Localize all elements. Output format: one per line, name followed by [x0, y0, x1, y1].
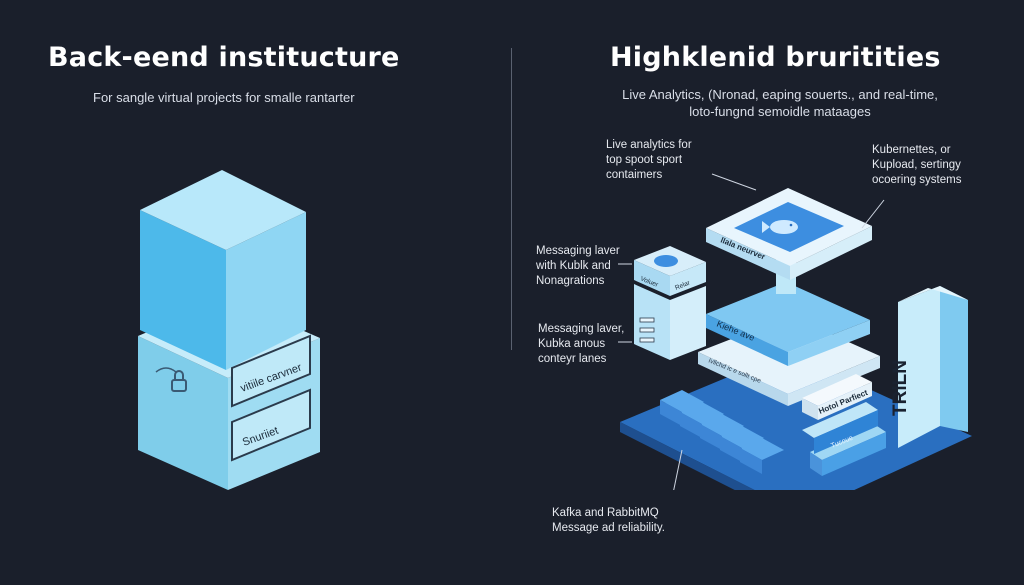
callout-top: Live analytics for top spoot sport conta…	[606, 138, 692, 183]
left-subtitle: For sangle virtual projects for smalle r…	[93, 90, 355, 105]
callout-left-2: Messaging laver, Kubka anous conteyr lan…	[538, 322, 624, 367]
node-ports	[639, 317, 655, 343]
callout-right-line: ocoering systems	[872, 174, 962, 186]
hotel-block-side	[802, 398, 818, 420]
right-architecture-diagram: Tucoue Ivllchd ic e sollt cpe Hotol Parf…	[618, 173, 972, 490]
callout-right-line: Kupload, sertingy	[872, 159, 961, 171]
tower-side	[940, 286, 968, 432]
left-server-cube: vitiile carvner Snuriiet	[138, 170, 320, 490]
cable-icon	[155, 367, 177, 373]
cube-left-face	[140, 210, 226, 370]
node-left-face	[634, 260, 670, 296]
cube-top-face	[140, 170, 306, 250]
tower-front	[898, 286, 940, 448]
mid-layer-edge-left	[706, 314, 788, 366]
rack-box-side	[810, 452, 822, 476]
lock-icon	[171, 370, 187, 392]
left-title: Back-eend institucture	[48, 42, 400, 73]
right-subtitle: Live Analytics, (Nronad, eaping souerts.…	[600, 86, 960, 120]
hotel-block-front	[818, 382, 872, 420]
callout-bottom-line: Kafka and RabbitMQ	[552, 507, 659, 519]
panel-top	[231, 334, 311, 408]
mid-layer-top	[706, 282, 870, 352]
rack-box-front	[822, 432, 886, 476]
hotel-block-top	[802, 374, 872, 406]
right-subtitle-line2: loto-fungnd semoidle mataages	[689, 104, 871, 119]
callout-right: Kubernettes, or Kupload, sertingy ocoeri…	[872, 143, 961, 188]
top-plate-edge-right	[790, 226, 872, 280]
blade-rack	[660, 390, 784, 474]
top-plate-edge-left	[706, 228, 790, 280]
callout-bottom-line: Message ad reliability.	[552, 522, 665, 534]
callout-leader-lines	[618, 173, 885, 490]
rack-box-2-front	[814, 410, 878, 454]
callout-left2-line: Kubka anous	[538, 338, 606, 350]
node-right-face	[670, 262, 706, 296]
callout-top-line: contaimers	[606, 169, 663, 181]
callout-top-line: top spoot sport	[606, 154, 683, 166]
rack-box-2-top	[802, 402, 878, 438]
callout-left1-line: with Kublk and	[536, 260, 611, 272]
lower-slab-edge-right	[788, 356, 880, 406]
right-title: Highklenid bruritities	[610, 42, 941, 73]
callout-left2-line: Messaging laver,	[538, 323, 625, 335]
center-divider	[511, 48, 512, 350]
callout-left1-line: Messaging laver	[536, 245, 620, 257]
callout-top-line: Live analytics for	[606, 139, 692, 151]
fish-icon	[762, 220, 798, 234]
callout-left-1: Messaging laver with Kublk and Nonagrati…	[536, 244, 620, 289]
rack-box-top	[810, 424, 886, 460]
callout-bottom: Kafka and RabbitMQ Message ad reliabilit…	[552, 506, 665, 536]
enclosure-left-face	[138, 336, 228, 490]
base-platform-edge	[620, 422, 755, 490]
right-subtitle-line1: Live Analytics, (Nronad, eaping souerts.…	[622, 87, 938, 102]
node-body-right	[670, 286, 706, 360]
tower-text: TRlLN	[890, 360, 911, 416]
callout-left2-line: conteyr lanes	[538, 353, 607, 365]
mid-layer-edge-right	[788, 320, 870, 366]
panel-bottom	[231, 388, 311, 462]
callout-right-line: Kubernettes, or	[872, 144, 951, 156]
cube-right-face	[226, 212, 306, 370]
callout-left1-line: Nonagrations	[536, 275, 605, 287]
base-platform-top	[620, 352, 972, 490]
tower-top	[898, 286, 968, 302]
lower-slab-edge-left	[698, 352, 788, 406]
node-round-icon	[654, 255, 678, 267]
